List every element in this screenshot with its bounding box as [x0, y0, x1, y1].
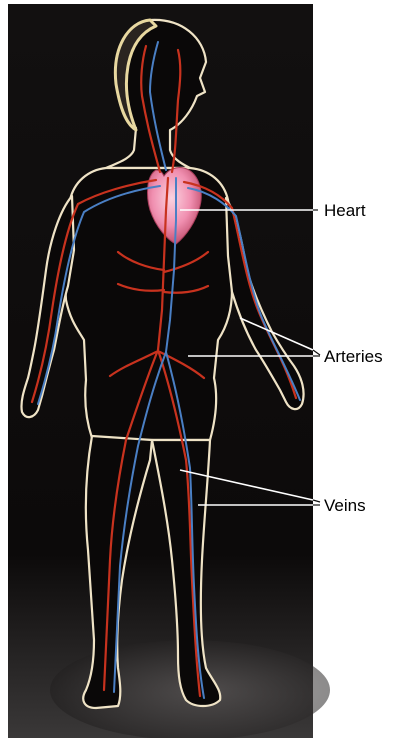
heart-label: Heart: [324, 201, 366, 220]
veins-leader-line-upper-outside: [313, 500, 320, 502]
arteries-label: Arteries: [324, 347, 383, 366]
arteries-leader-line-upper-outside: [313, 350, 320, 355]
veins-label: Veins: [324, 496, 366, 515]
